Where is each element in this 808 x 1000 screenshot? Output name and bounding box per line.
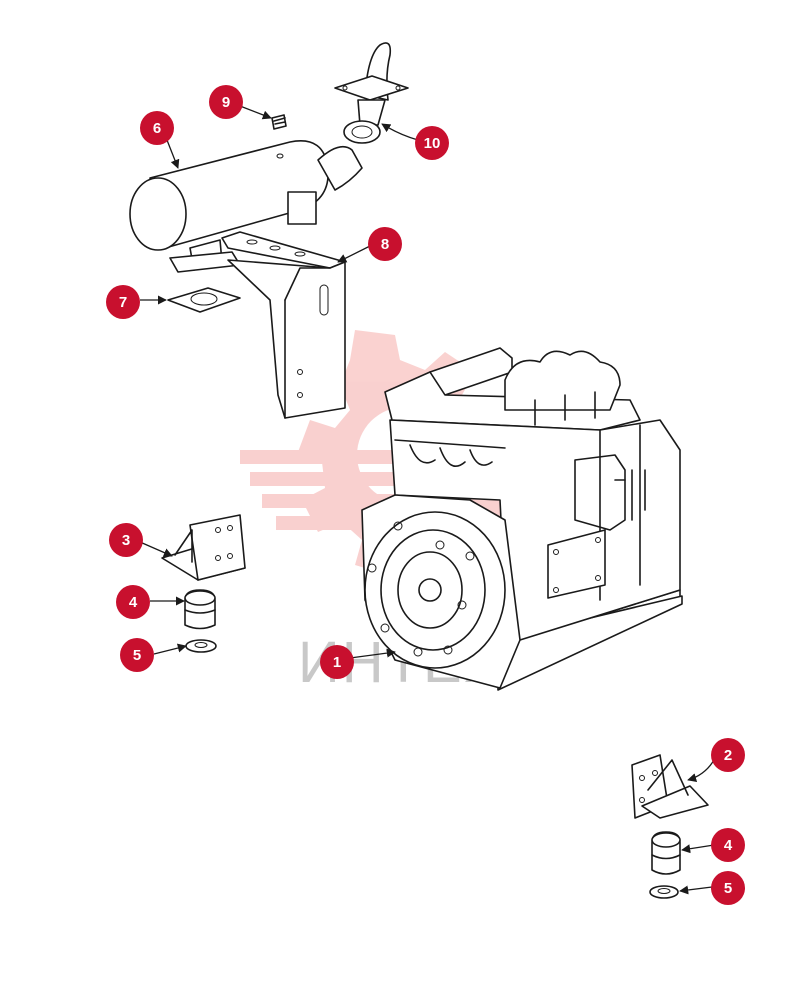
callout-c8-label: 8 xyxy=(381,236,389,253)
callout-c9-circle xyxy=(209,85,243,119)
left-rubber-isolator xyxy=(184,589,216,630)
callout-c4b-label: 4 xyxy=(724,837,733,854)
right-mount-bracket xyxy=(631,754,709,819)
callout-c6-label: 6 xyxy=(153,120,161,137)
callout-c3-circle xyxy=(109,523,143,557)
plug xyxy=(271,114,287,130)
left-mount-bracket xyxy=(161,514,246,581)
engine-block xyxy=(361,347,683,691)
callout-markers: 1 2 3 4 4 5 5 6 7 8 9 10 xyxy=(106,85,745,905)
callout-c1-circle xyxy=(320,645,354,679)
callout-c2-circle xyxy=(711,738,745,772)
left-washer xyxy=(185,639,217,653)
callout-c5a-circle xyxy=(120,638,154,672)
callout-c6-circle xyxy=(140,111,174,145)
gasket xyxy=(167,287,241,313)
callout-c4a-label: 4 xyxy=(129,594,138,611)
callout-c2-label: 2 xyxy=(724,747,732,764)
right-washer xyxy=(649,885,679,899)
exhaust-elbow xyxy=(334,42,409,144)
callout-c5b-label: 5 xyxy=(724,880,732,897)
callout-c10-circle xyxy=(415,126,449,160)
callout-c4a-circle xyxy=(116,585,150,619)
callout-c9-label: 9 xyxy=(222,94,230,111)
callout-c3-label: 3 xyxy=(122,532,130,549)
mounting-bracket xyxy=(221,231,346,419)
callout-c7-label: 7 xyxy=(119,294,127,311)
callout-c1-label: 1 xyxy=(333,654,341,671)
muffler xyxy=(129,140,363,273)
callout-c7-circle xyxy=(106,285,140,319)
callout-c5b-circle xyxy=(711,871,745,905)
callout-c8-circle xyxy=(368,227,402,261)
callout-c10-label: 10 xyxy=(424,135,441,152)
right-rubber-isolator xyxy=(651,831,681,875)
callout-c4b-circle xyxy=(711,828,745,862)
callout-c5a-label: 5 xyxy=(133,647,141,664)
